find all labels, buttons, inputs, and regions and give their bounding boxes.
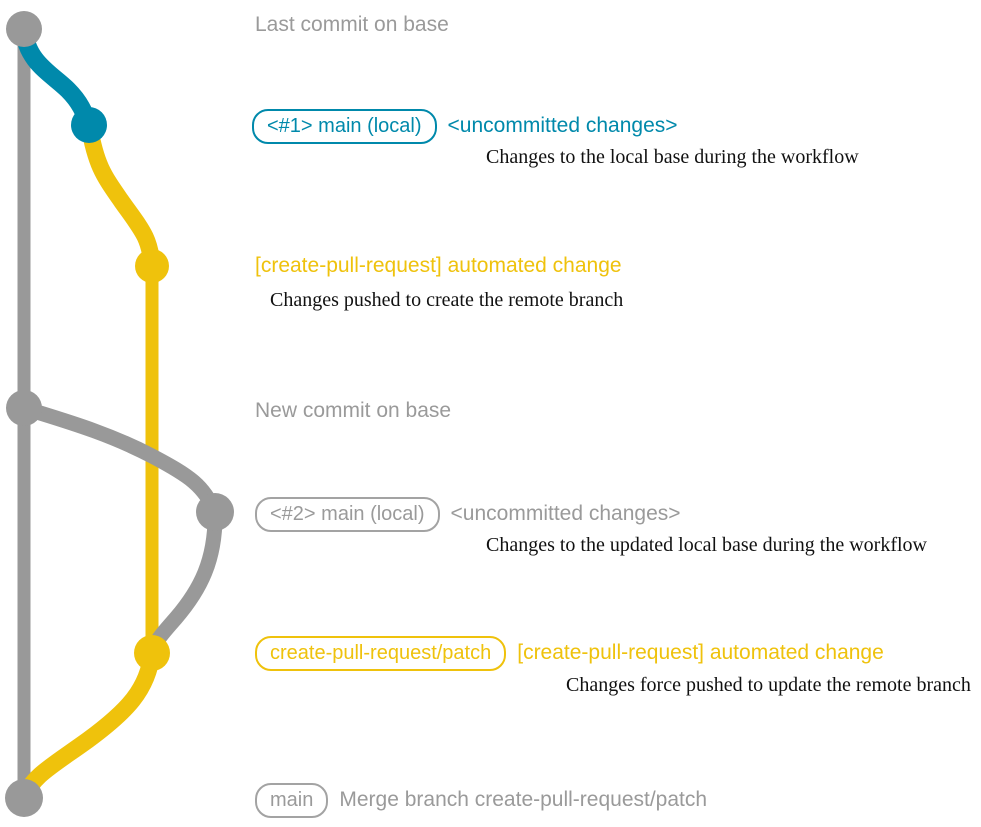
commit-row-last-commit: Last commit on base [255,13,449,37]
commit-row-patch-2: create-pull-request/patch [create-pull-r… [255,636,884,671]
commit-note: Changes pushed to create the remote bran… [270,289,624,311]
node-patch-commit-2[interactable] [134,635,170,671]
edge-local-1-to-patch-1 [80,116,161,275]
commit-subject: Merge branch create-pull-request/patch [339,788,708,811]
commit-note: Changes to the updated local base during… [486,534,927,556]
commit-row-new-commit: New commit on base [255,399,451,423]
commit-note: Changes force pushed to update the remot… [566,674,971,696]
branch-label-main[interactable]: main [255,783,329,818]
edge-base-to-local-2 [16,400,223,520]
commit-subject: [create-pull-request] automated change [255,254,622,277]
node-patch-commit-1[interactable] [135,249,169,283]
commit-subject: <uncommitted changes> [447,114,678,137]
commit-subject: Last commit on base [255,13,449,36]
commit-row-merge: main Merge branch create-pull-request/pa… [255,783,707,818]
node-merge-commit[interactable] [5,779,43,817]
node-last-commit-on-base[interactable] [6,11,42,47]
commit-subject: <uncommitted changes> [450,502,681,525]
edge-patch-2-to-merge [15,644,161,807]
commit-subject: [create-pull-request] automated change [517,641,884,664]
edge-local-2-to-patch-2 [144,504,223,661]
node-new-commit-on-base[interactable] [6,390,42,426]
branch-label-create-pull-request-patch[interactable]: create-pull-request/patch [255,636,507,671]
commit-row-patch-1: [create-pull-request] automated change [255,254,622,278]
branch-label-main-local-1[interactable]: <#1> main (local) [252,109,437,144]
commit-row-local-1: <#1> main (local) <uncommitted changes> [252,109,678,144]
node-local-commit-1[interactable] [71,107,107,143]
commit-subject: New commit on base [255,399,452,422]
commit-row-local-2: <#2> main (local) <uncommitted changes> [255,497,681,532]
branch-label-main-local-2[interactable]: <#2> main (local) [255,497,440,532]
node-local-commit-2[interactable] [196,493,234,531]
commit-note: Changes to the local base during the wor… [486,146,859,168]
